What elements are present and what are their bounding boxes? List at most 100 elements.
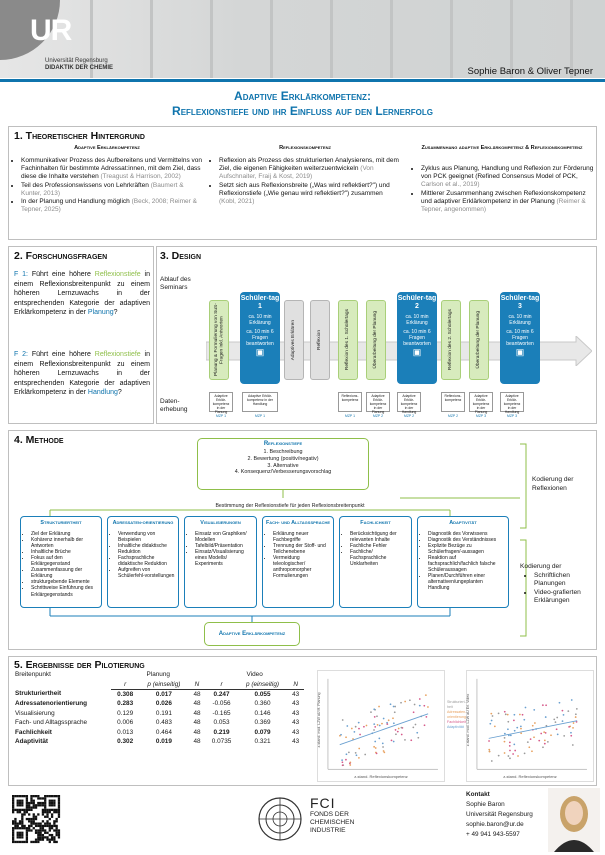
method-category-card: Adressaten-orientierungVerwendung von Be… xyxy=(107,516,179,608)
scatter-point xyxy=(423,704,426,707)
qr-module xyxy=(53,829,56,832)
scatter-point xyxy=(393,711,396,714)
method-brackets xyxy=(520,443,527,637)
design-step-label: Überarbeitung der Planung xyxy=(476,311,482,369)
qr-module xyxy=(18,833,22,837)
qr-module xyxy=(44,804,47,807)
qr-module xyxy=(25,799,29,802)
scatter-point xyxy=(354,752,357,754)
legend-entry: Adaptivität xyxy=(447,725,464,729)
scatter-point xyxy=(364,753,367,756)
design-step: Reflexion des 1. Schülertags xyxy=(338,300,358,380)
plot2-xlabel: z-stand. Reflexionskompetenz xyxy=(503,774,557,779)
method-category-card: AdaptivitätDiagnostik des VorwissensDiag… xyxy=(417,516,509,608)
student-day-step2: ca. 10 min 6 Fragen beantworten xyxy=(403,329,431,347)
theory-item-text: Kommunikativer Prozess des Aufbereitens … xyxy=(21,157,203,181)
qr-module xyxy=(30,817,33,821)
qr-module xyxy=(25,833,29,837)
scatter-point xyxy=(353,731,356,733)
research-question-1: F 1: Führt eine höhere Reflexionstiefe i… xyxy=(14,271,150,316)
video-camera-icon: ▣ xyxy=(255,347,265,357)
results-row-label: Adressatenorientierung xyxy=(15,700,88,708)
scatter-point xyxy=(386,721,388,724)
theory-item: Setzt sich aus Reflexionsbreite („Was wi… xyxy=(219,182,400,207)
qr-module xyxy=(18,808,22,812)
qr-module xyxy=(32,820,35,823)
results-subheader-cell: p (einseitig) xyxy=(139,679,189,690)
qr-module xyxy=(16,836,19,839)
qr-module xyxy=(55,820,58,823)
theory-item-citation: (Von Aufschnaiter, Fraij & Kost, 2019) xyxy=(219,165,374,181)
qr-module xyxy=(12,822,15,825)
measurement-point-label: MZP 1 xyxy=(345,414,355,418)
coding-reflections-label: Kodierung der Reflexionen xyxy=(532,476,574,492)
scatter-point xyxy=(507,728,509,731)
results-cell: 0.129 xyxy=(117,709,134,717)
scatter-point xyxy=(376,715,378,718)
qr-module xyxy=(21,833,24,837)
theory-item-text: Mittlerer Zusammenhang zwischen Reflexio… xyxy=(421,189,586,205)
scatter-point xyxy=(358,747,361,750)
measurement-point-label: MZP 2 xyxy=(373,414,383,418)
scatter-point xyxy=(531,724,534,727)
qr-module xyxy=(50,813,54,816)
results-cell: 0.308 xyxy=(117,690,134,698)
data-collection-box: Reflexions-kompetenz xyxy=(338,392,362,412)
qr-module xyxy=(14,795,17,798)
scatter-point xyxy=(503,710,506,713)
qr-module xyxy=(12,804,15,807)
coding-plans-videos-label: Kodierung der Schriftlichen PlanungenVid… xyxy=(520,563,594,606)
qr-module xyxy=(25,797,29,800)
qr-module xyxy=(16,808,19,812)
qr-module xyxy=(25,817,29,821)
qr-module xyxy=(32,840,35,844)
scatter-point xyxy=(533,709,536,711)
theory-col1-title: Adaptive Erklärkompetenz xyxy=(74,145,140,151)
qr-module xyxy=(12,836,15,839)
qr-module xyxy=(57,799,61,802)
scatter-point xyxy=(503,732,506,735)
qr-module xyxy=(21,822,24,825)
legend-entry: Adressaten-orientierung xyxy=(447,710,467,719)
scatter-point xyxy=(556,716,559,719)
qr-module xyxy=(37,795,40,798)
qr-module xyxy=(34,840,38,844)
results-cell: 0.055 xyxy=(254,690,271,698)
method-criterion: Einsatz von Graphiken/ Modellen xyxy=(195,531,253,543)
results-cell: 48 xyxy=(193,690,201,698)
scatter-point xyxy=(400,726,403,729)
qr-module xyxy=(48,801,51,805)
qr-module xyxy=(37,833,40,837)
design-step: Reflexion des 2. Schülertags xyxy=(441,300,461,380)
qr-module xyxy=(18,831,22,834)
qr-module xyxy=(57,797,61,800)
design-step: Reflexion xyxy=(310,300,330,380)
contact-email[interactable]: sophie.baron@ur.de xyxy=(466,821,524,828)
scatter-point xyxy=(513,729,516,732)
qr-module xyxy=(39,833,42,837)
results-cell: 0.053 xyxy=(213,719,230,727)
method-criterion: Reaktion auf fachsprachlich/fachlich fal… xyxy=(428,555,505,573)
scatter-point xyxy=(341,761,344,764)
qr-module xyxy=(32,799,35,802)
results-row-label: Fachlichkeit xyxy=(15,728,52,736)
qr-module xyxy=(21,831,24,834)
qr-module xyxy=(55,829,58,832)
student-day-title: Schüler-tag 2 xyxy=(397,295,437,310)
scatter-plot-video xyxy=(466,670,594,782)
qr-module xyxy=(39,804,42,807)
qr-module xyxy=(21,808,24,812)
student-day-step2: ca. 10 min 6 Fragen beantworten xyxy=(246,329,274,347)
authors: Sophie Baron & Oliver Tepner xyxy=(467,66,593,77)
trend-line xyxy=(488,720,578,739)
qr-module xyxy=(14,808,17,812)
qr-module xyxy=(37,824,40,828)
scatter-point xyxy=(543,742,546,745)
qr-module xyxy=(53,838,56,841)
scatter-point xyxy=(358,757,360,759)
qr-module xyxy=(21,840,24,844)
data-collection-box: Adaptive Erklär-kompetenz in der Handlun… xyxy=(397,392,421,414)
results-subheader-cell: p (einseitig) xyxy=(237,679,288,690)
